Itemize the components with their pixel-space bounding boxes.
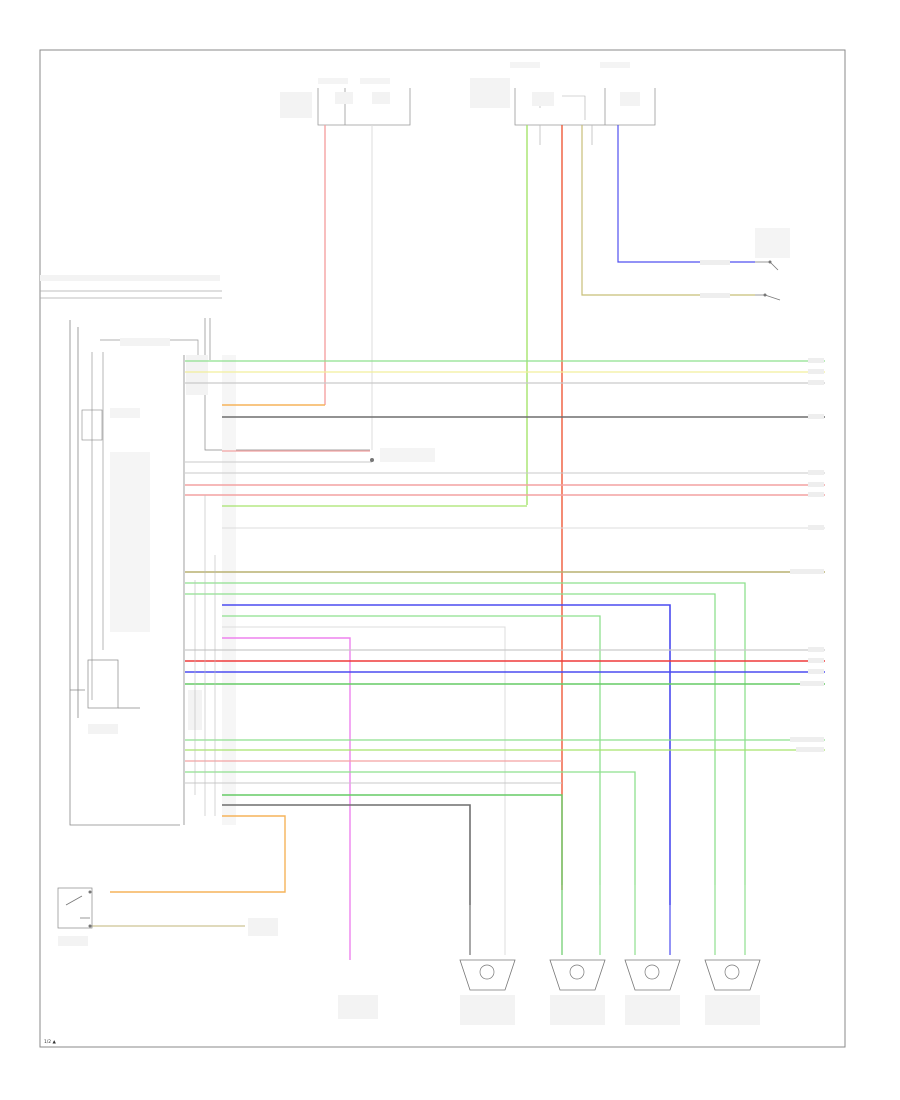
- harness-wires: [90, 360, 825, 960]
- fuse-box-right: [470, 62, 656, 126]
- fuse-box-left: [280, 78, 411, 126]
- module-side-wires: [194, 495, 216, 816]
- wire-blue-fuse: [617, 125, 755, 263]
- wire-end-tabs: [790, 358, 824, 752]
- wheel-speed-sensor-4: [704, 885, 761, 1025]
- wheel-speed-sensor-2: [549, 885, 606, 1025]
- bottom-left-switch: [57, 887, 278, 946]
- wheel-speed-sensor-3: [624, 885, 681, 1025]
- wheel-speed-sensor-1: [459, 885, 516, 1025]
- sensor-bottom-left: [338, 995, 378, 1019]
- ground-splice: [370, 448, 435, 462]
- control-module: [40, 275, 370, 826]
- mirror-switch: [700, 228, 790, 301]
- module-connector: [186, 355, 236, 825]
- diagram-frame: [39, 49, 846, 1048]
- page-ref: 1/2 ▲: [44, 1039, 56, 1045]
- fuse-feed-wires: [324, 125, 755, 890]
- wire-olive-fuse: [581, 125, 755, 296]
